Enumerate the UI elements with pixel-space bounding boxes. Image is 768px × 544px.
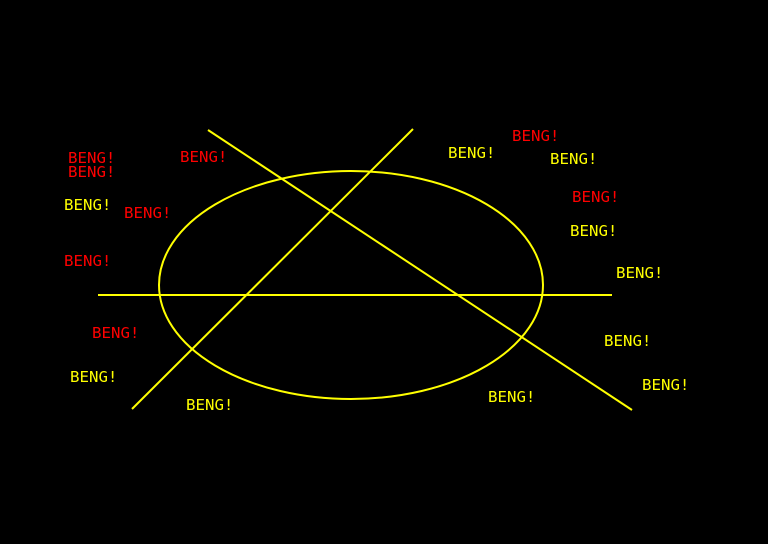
beng-label: BENG! <box>570 222 618 240</box>
beng-label: BENG! <box>488 388 536 406</box>
yellow-ellipse <box>158 170 544 400</box>
falling-diagonal-line <box>207 129 633 411</box>
beng-label: BENG! <box>604 332 652 350</box>
beng-label: BENG! <box>512 127 560 145</box>
beng-label: BENG! <box>70 368 118 386</box>
beng-label: BENG! <box>92 324 140 342</box>
rising-diagonal-line <box>131 128 414 410</box>
beng-label: BENG! <box>572 188 620 206</box>
beng-label: BENG! <box>124 204 172 222</box>
beng-label: BENG! <box>180 148 228 166</box>
beng-label: BENG! <box>550 150 598 168</box>
beng-label: BENG! <box>64 196 112 214</box>
beng-label: BENG! <box>616 264 664 282</box>
beng-label: BENG! <box>68 163 116 181</box>
beng-label: BENG! <box>448 144 496 162</box>
beng-label: BENG! <box>642 376 690 394</box>
beng-label: BENG! <box>186 396 234 414</box>
beng-label: BENG! <box>64 252 112 270</box>
beng-label: BENG! <box>68 149 116 167</box>
